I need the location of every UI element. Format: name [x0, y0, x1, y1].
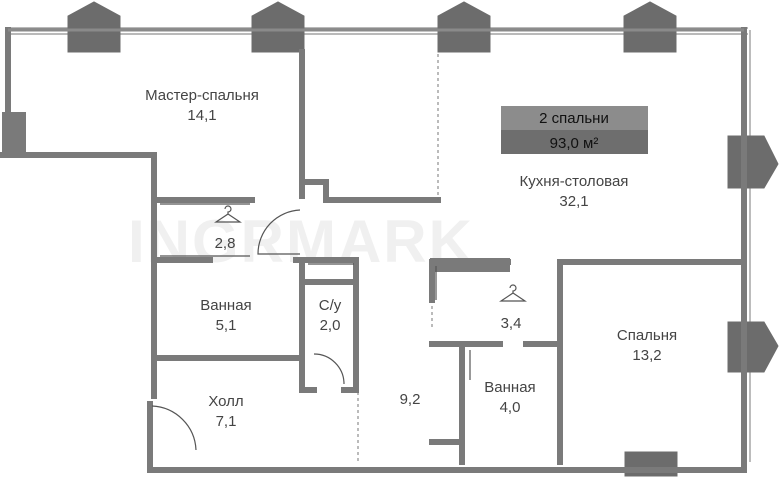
room-area: 13,2	[632, 347, 661, 364]
room-name: Мастер-спальня	[145, 87, 259, 104]
room-area: 7,1	[216, 413, 237, 430]
room-name: Ванная	[484, 379, 535, 396]
zone-dividers	[357, 54, 439, 462]
badge-rooms: 2 спальни	[539, 110, 609, 127]
room-name: Кухня-столовая	[520, 173, 629, 190]
apartment-badge: 2 спальни 93,0 м²	[501, 106, 648, 154]
room-name: С/у	[319, 297, 342, 314]
room-area: 2,0	[320, 317, 341, 334]
room-labels: Мастер-спальня 14,1 Кухня-столовая 32,1 …	[145, 87, 677, 430]
door-swing	[151, 405, 197, 451]
room-name: Ванная	[200, 297, 251, 314]
hanger-icon	[214, 205, 242, 223]
room-area: 9,2	[400, 391, 421, 408]
walls	[0, 27, 747, 473]
door-swing	[257, 209, 301, 255]
column	[2, 112, 26, 152]
bay-window	[67, 1, 121, 53]
room-name: Холл	[208, 393, 243, 410]
room-area: 14,1	[187, 107, 216, 124]
room-area: 3,4	[501, 315, 522, 332]
bay-window	[437, 1, 491, 53]
room-area: 5,1	[216, 317, 237, 334]
room-name: Спальня	[617, 327, 677, 344]
column	[430, 258, 510, 272]
room-area: 32,1	[559, 193, 588, 210]
bay-windows	[67, 1, 779, 477]
room-area: 2,8	[215, 235, 236, 252]
bay-window	[727, 135, 779, 189]
doors	[151, 203, 471, 451]
bay-window	[727, 321, 779, 373]
bay-window	[251, 1, 305, 53]
door-swing	[313, 353, 345, 385]
bay-window	[623, 1, 677, 53]
hanger-icon	[499, 284, 527, 302]
badge-area: 93,0 м²	[550, 135, 599, 152]
room-area: 4,0	[500, 399, 521, 416]
